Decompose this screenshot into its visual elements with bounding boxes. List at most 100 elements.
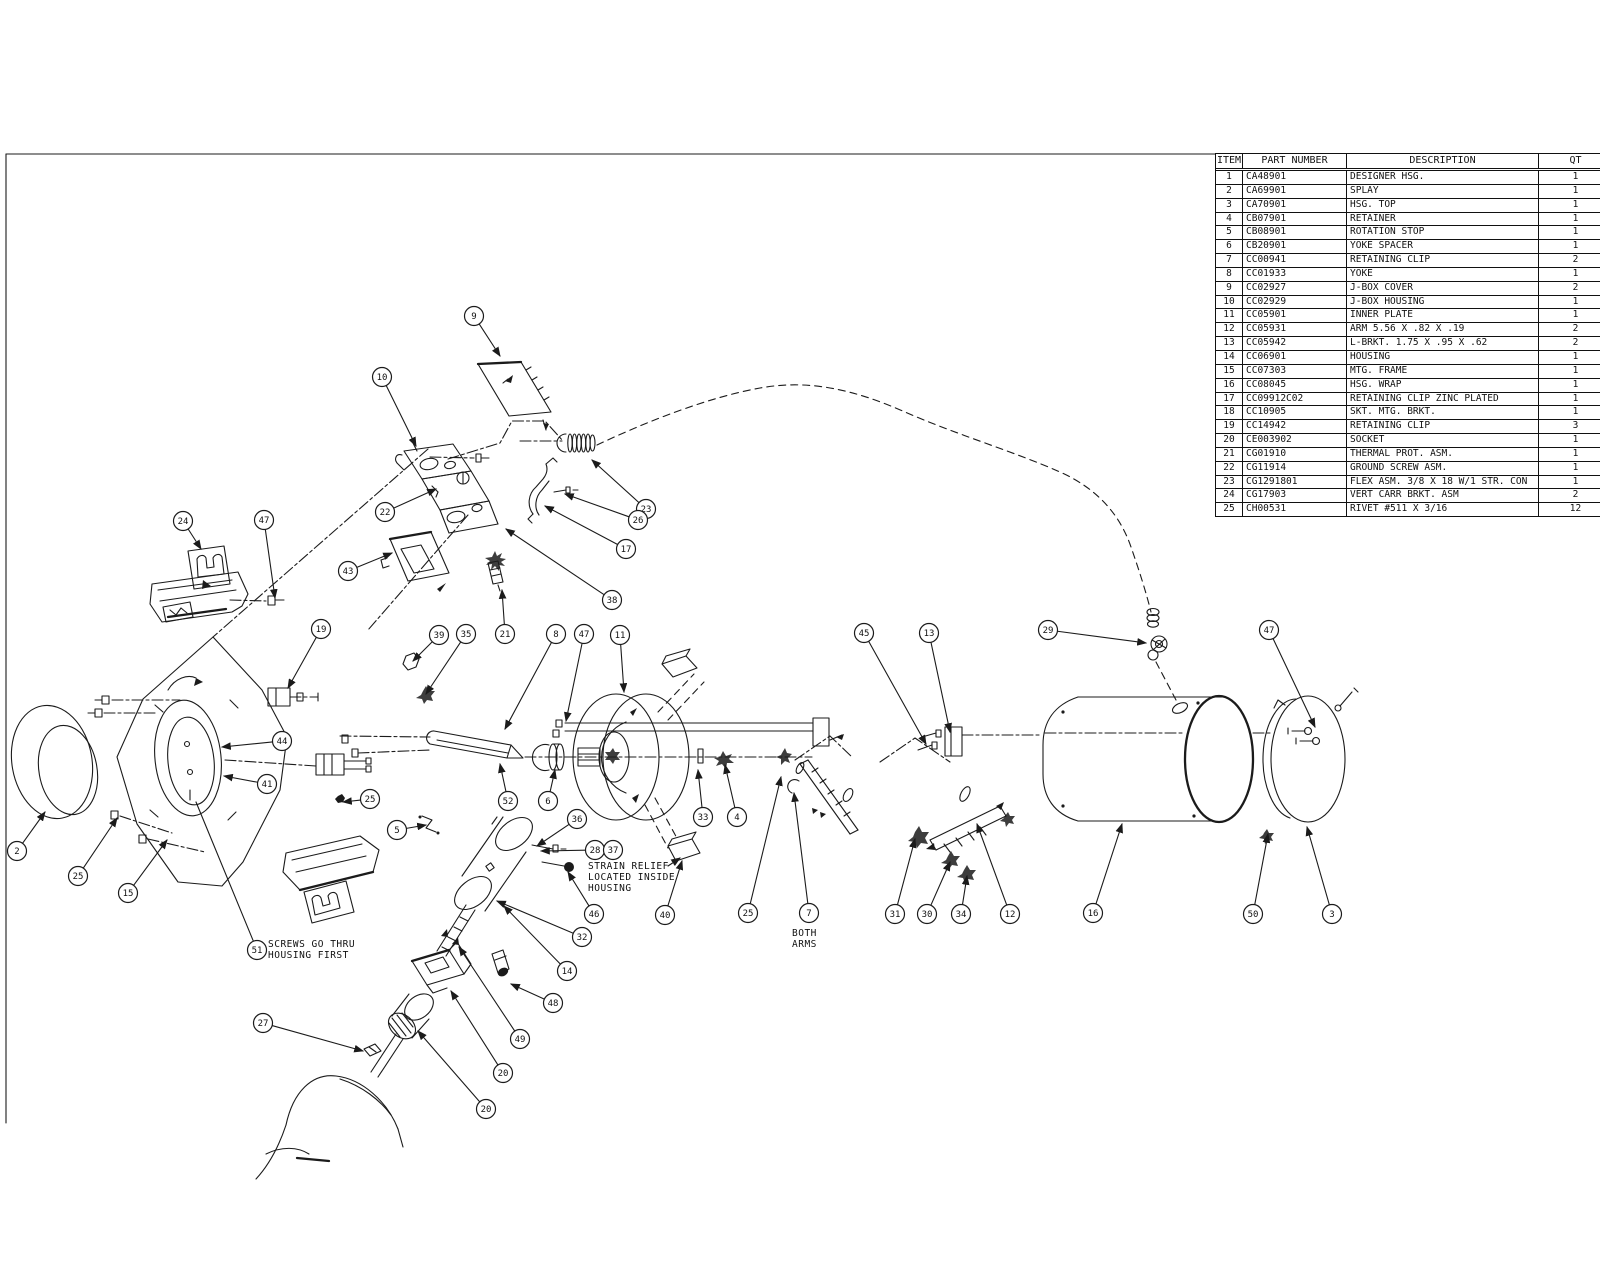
table-cell-item: 22 — [1223, 461, 1235, 473]
svg-text:19: 19 — [316, 625, 327, 635]
axle-rods — [524, 717, 844, 769]
table-cell-qty: 1 — [1538, 364, 1600, 378]
leader-line — [133, 839, 168, 886]
part-vert-carr-brkt-bottom — [282, 835, 380, 924]
table-cell-qty: 1 — [1538, 171, 1600, 184]
table-cell-part: CC00941 — [1242, 254, 1346, 267]
leader-line — [82, 817, 118, 869]
part-mtg-frame — [116, 636, 288, 887]
svg-text:26: 26 — [633, 516, 644, 526]
table-cell-item: 15 — [1223, 364, 1235, 376]
table-cell-part: CC02927 — [1242, 281, 1346, 295]
part-retaining-clip — [527, 457, 579, 524]
table-cell-part: CH00531 — [1242, 503, 1346, 517]
table-cell-part: CA70901 — [1242, 198, 1346, 212]
leader-line — [425, 641, 462, 695]
svg-text:28: 28 — [590, 846, 601, 856]
table-cell-part: CC08045 — [1242, 378, 1346, 392]
leader-line — [504, 641, 553, 730]
svg-text:50: 50 — [1248, 910, 1259, 920]
leader-line — [539, 846, 587, 855]
part-motor-housing — [1042, 694, 1274, 824]
table-cell-qty: 1 — [1538, 226, 1600, 240]
balloon-callout-13: 13 — [918, 622, 952, 734]
svg-text:29: 29 — [1043, 626, 1054, 636]
leader-line — [564, 642, 583, 723]
table-cell-desc: GROUND SCREW ASM. — [1346, 461, 1538, 475]
svg-text:31: 31 — [890, 910, 901, 920]
table-cell-item: 24 — [1223, 489, 1235, 501]
leader-line — [195, 801, 254, 942]
svg-text:15: 15 — [123, 889, 134, 899]
part-jbox-cover — [476, 360, 552, 431]
balloon-callout-51: 51 — [195, 801, 268, 961]
table-cell-item: 6 — [1226, 240, 1232, 252]
balloon-callout-47: 47 — [564, 623, 595, 723]
balloon-callout-47: 47 — [1258, 619, 1316, 728]
table-cell-qty: 1 — [1538, 434, 1600, 447]
svg-text:20: 20 — [481, 1105, 492, 1115]
balloon-callout-34: 34 — [950, 874, 972, 925]
balloon-callout-19: 19 — [287, 618, 332, 689]
table-cell-qty: 1 — [1538, 212, 1600, 226]
table-cell-item: 2 — [1226, 184, 1232, 196]
table-cell-part: CC05942 — [1242, 337, 1346, 350]
svg-text:32: 32 — [577, 933, 588, 943]
table-cell-desc: VERT CARR BRKT. ASM — [1346, 489, 1538, 503]
table-cell-qty: 2 — [1538, 337, 1600, 350]
leader-line — [385, 384, 417, 447]
table-cell-desc: J-BOX COVER — [1346, 281, 1538, 295]
table-cell-item: 5 — [1226, 226, 1232, 238]
balloon-callout-25: 25 — [341, 788, 381, 810]
table-cell-item: 1 — [1226, 171, 1232, 182]
balloon-callout-31: 31 — [884, 837, 917, 925]
table-cell-qty: 1 — [1538, 392, 1600, 406]
table-cell-part: CC05931 — [1242, 323, 1346, 337]
part-hsg-top — [380, 530, 450, 592]
svg-text:4: 4 — [734, 813, 739, 823]
table-cell-qty: 1 — [1538, 461, 1600, 475]
table-cell-part: CC01933 — [1242, 267, 1346, 281]
svg-text:51: 51 — [252, 946, 263, 956]
table-cell-qty: 1 — [1538, 240, 1600, 254]
table-cell-qty: 1 — [1538, 198, 1600, 212]
svg-text:37: 37 — [608, 846, 619, 856]
table-cell-qty: 3 — [1538, 420, 1600, 434]
table-cell-part: CC10905 — [1242, 406, 1346, 420]
part-flex-conduit — [519, 384, 1177, 701]
column-header: PART NUMBER — [1242, 154, 1346, 168]
leader-line — [187, 528, 202, 550]
svg-text:41: 41 — [262, 780, 273, 790]
leader-line — [930, 641, 952, 734]
table-cell-qty: 1 — [1538, 378, 1600, 392]
leader-line — [1254, 832, 1271, 906]
table-cell-part: CB08901 — [1242, 226, 1346, 240]
balloon-callout-12: 12 — [976, 822, 1021, 925]
svg-text:36: 36 — [572, 815, 583, 825]
leader-line — [478, 323, 501, 357]
leader-line — [341, 797, 362, 805]
table-cell-desc: RIVET #511 X 3/16 — [1346, 503, 1538, 517]
balloon-callout-23: 23 — [591, 459, 657, 520]
balloon-callout-24: 24 — [172, 510, 202, 550]
balloon-callout-5: 5 — [386, 819, 428, 841]
svg-text:21: 21 — [500, 630, 511, 640]
balloon-callout-22: 22 — [374, 488, 438, 523]
part-vert-carr-brkt-top — [149, 545, 285, 623]
svg-text:27: 27 — [258, 1019, 269, 1029]
svg-text:2: 2 — [14, 847, 19, 857]
leader-line — [723, 763, 736, 809]
svg-text:20: 20 — [498, 1069, 509, 1079]
balloon-callout-11: 11 — [609, 624, 631, 694]
table-cell-part: CG11914 — [1242, 461, 1346, 475]
table-cell-item: 4 — [1226, 212, 1232, 224]
